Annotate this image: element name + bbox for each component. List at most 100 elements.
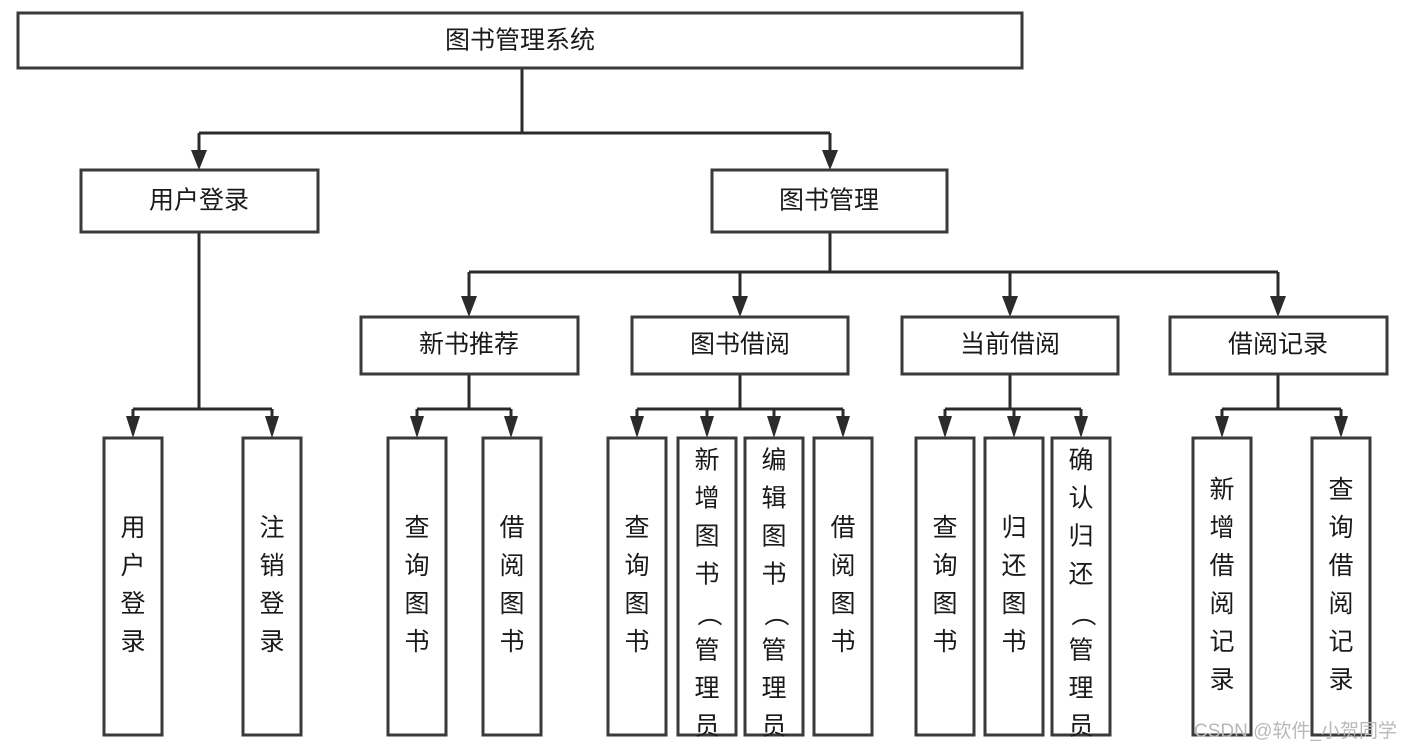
arrow-head-new-book-rec — [461, 296, 477, 317]
leaf-label-char: 书 — [694, 561, 719, 589]
arrow-head-borrow-record — [1270, 296, 1286, 317]
leaf-label-char: 录 — [1209, 666, 1234, 694]
leaf-label-char: 理 — [694, 675, 719, 703]
node-user-login-box[interactable] — [79, 168, 320, 234]
node-root[interactable]: 图书管理系统 — [16, 11, 1024, 70]
node-leaf-borrow-book-2-box[interactable] — [812, 436, 874, 737]
leaf-label-char: 书 — [1001, 628, 1026, 656]
leaf-label-char: 管 — [694, 637, 719, 665]
leaf-label-char: 查 — [624, 514, 649, 542]
node-leaf-add-book-box[interactable] — [676, 436, 738, 737]
arrow-head-leaf-add-book — [700, 416, 714, 438]
leaf-label-char: 书 — [932, 628, 957, 656]
node-leaf-query-book-2-box[interactable] — [606, 436, 668, 737]
node-root-box[interactable] — [16, 11, 1024, 70]
node-leaf-query-record[interactable] — [1310, 436, 1372, 737]
node-user-login-label: 用户登录 — [149, 187, 249, 215]
node-leaf-query-record-box[interactable] — [1310, 436, 1372, 737]
node-user-login[interactable]: 用户登录 — [79, 168, 320, 234]
node-leaf-add-record-box[interactable] — [1191, 436, 1253, 737]
leaf-label-char: 图 — [694, 523, 719, 551]
node-leaf-query-book-2[interactable] — [606, 436, 668, 737]
leaf-label-char: 书 — [499, 628, 524, 656]
node-leaf-borrow-book-1[interactable] — [481, 436, 543, 737]
arrow-head-leaf-query-book-1 — [410, 416, 424, 438]
node-leaf-query-book-3[interactable] — [914, 436, 976, 737]
leaf-label-char: 还 — [1001, 552, 1026, 580]
leaf-label-char: 录 — [259, 628, 284, 656]
leaf-label-char: 员 — [1068, 713, 1093, 741]
node-leaf-return-book-box[interactable] — [983, 436, 1045, 737]
leaf-label-char: 阅 — [830, 552, 855, 580]
arrow-head-book-manage — [822, 150, 838, 170]
leaf-label-char: 借 — [1328, 552, 1353, 580]
node-book-borrow[interactable]: 图书借阅 — [630, 315, 850, 376]
leaf-label-char: 书 — [761, 561, 786, 589]
leaf-label-char: 员 — [761, 713, 786, 741]
arrow-head-book-borrow — [732, 296, 748, 317]
node-leaf-return-book[interactable] — [983, 436, 1045, 737]
node-leaf-query-book-1[interactable] — [386, 436, 448, 737]
node-book-manage-box[interactable] — [710, 168, 949, 234]
leaf-label-char: 借 — [499, 514, 524, 542]
leaf-label-char: 理 — [1068, 675, 1093, 703]
leaf-label-char: 登 — [259, 590, 284, 618]
leaf-label-char: 询 — [624, 552, 649, 580]
node-leaf-edit-book-box[interactable] — [743, 436, 805, 737]
leaf-label-char: 录 — [120, 628, 145, 656]
node-leaf-confirm-return[interactable] — [1050, 436, 1112, 737]
node-leaf-edit-book[interactable] — [743, 436, 805, 737]
node-book-borrow-label: 图书借阅 — [690, 331, 790, 359]
node-leaf-query-book-3-box[interactable] — [914, 436, 976, 737]
node-borrow-record-box[interactable] — [1168, 315, 1389, 376]
node-leaf-user-login[interactable] — [102, 436, 164, 737]
node-leaf-user-logout-box[interactable] — [241, 436, 303, 737]
node-new-book-rec-label: 新书推荐 — [419, 331, 519, 359]
leaf-label-char: 销 — [259, 552, 284, 580]
leaf-label-char: 阅 — [1328, 590, 1353, 618]
leaf-label-char: 阅 — [1209, 590, 1234, 618]
leaf-label-char: 查 — [1328, 476, 1353, 504]
node-leaf-user-login-box[interactable] — [102, 436, 164, 737]
leaf-label-char: 新 — [694, 447, 719, 475]
leaf-label-char: 户 — [120, 552, 145, 580]
arrow-head-current-borrow — [1002, 296, 1018, 317]
leaf-label-char: 图 — [830, 590, 855, 618]
node-new-book-rec[interactable]: 新书推荐 — [359, 315, 580, 376]
node-borrow-record[interactable]: 借阅记录 — [1168, 315, 1389, 376]
leaf-label-char: 增 — [1209, 514, 1234, 542]
node-new-book-rec-box[interactable] — [359, 315, 580, 376]
node-leaf-add-book[interactable] — [676, 436, 738, 737]
leaf-label-char: 查 — [404, 514, 429, 542]
node-leaf-add-record[interactable] — [1191, 436, 1253, 737]
node-leaf-query-book-1-box[interactable] — [386, 436, 448, 737]
arrow-head-leaf-edit-book — [767, 416, 781, 438]
arrow-head-leaf-return-book — [1007, 416, 1021, 438]
leaf-label-char: 还 — [1068, 561, 1093, 589]
connector-layer — [126, 68, 1348, 438]
leaf-label-char: 查 — [932, 514, 957, 542]
node-current-borrow[interactable]: 当前借阅 — [900, 315, 1120, 376]
leaf-label-char: 借 — [1209, 552, 1234, 580]
leaf-label-char: 书 — [830, 628, 855, 656]
node-leaf-user-logout[interactable] — [241, 436, 303, 737]
node-leaf-borrow-book-2[interactable] — [812, 436, 874, 737]
leaf-label-char: 记 — [1328, 628, 1353, 656]
leaf-label-char: （ — [1068, 601, 1096, 626]
node-leaf-borrow-book-1-box[interactable] — [481, 436, 543, 737]
node-current-borrow-box[interactable] — [900, 315, 1120, 376]
node-leaf-confirm-return-box[interactable] — [1050, 436, 1112, 737]
node-book-borrow-box[interactable] — [630, 315, 850, 376]
leaf-label-char: 管 — [1068, 637, 1093, 665]
leaf-label-char: 确 — [1068, 447, 1093, 475]
arrow-head-leaf-borrow-book-2 — [836, 416, 850, 438]
leaf-label-char: 管 — [761, 637, 786, 665]
node-book-manage[interactable]: 图书管理 — [710, 168, 949, 234]
